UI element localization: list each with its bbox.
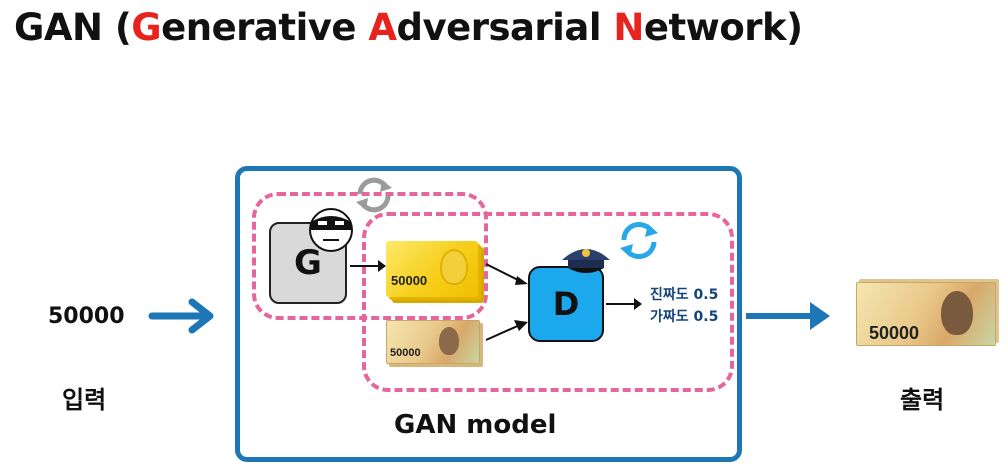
d-to-output-arrow (606, 298, 642, 310)
input-label: 입력 (62, 386, 107, 414)
title-word-network: etwork) (643, 6, 803, 49)
g-to-fake-arrow (350, 260, 386, 272)
real-to-d-arrow (485, 320, 528, 341)
title-letter-g: G (131, 6, 162, 49)
discriminator-block: D (528, 266, 604, 342)
page-title: GAN (Generative Adversarial Network) (14, 6, 803, 49)
real-note-value: 50000 (390, 347, 421, 359)
prediction-fake: 가짜도 0.5 (650, 309, 719, 325)
recycle-blue-icon (620, 221, 658, 260)
generator-letter: G (294, 243, 322, 283)
input-arrow (148, 298, 214, 334)
fake-to-d-arrow (485, 263, 528, 285)
generator-training-region (252, 192, 488, 320)
output-banknote: 50000 (856, 282, 996, 346)
discriminator-letter: D (552, 285, 580, 323)
output-note-portrait (941, 291, 973, 335)
discriminator-training-region (362, 212, 734, 392)
thief-mask-icon (309, 208, 353, 252)
output-label: 출력 (900, 386, 945, 414)
real-banknote: 50000 (386, 320, 480, 364)
prediction-real: 진짜도 0.5 (650, 287, 719, 303)
real-note-portrait (439, 327, 459, 355)
title-word-generative: enerative (161, 6, 369, 49)
title-letter-a: A (368, 6, 397, 49)
title-letter-n: N (613, 6, 644, 49)
fake-note-portrait (440, 249, 468, 285)
output-note-value: 50000 (869, 323, 920, 343)
recycle-gray-icon (356, 177, 392, 213)
title-word-adversarial: dversarial (396, 6, 614, 49)
gan-model-box (235, 166, 742, 462)
police-cap-icon (562, 249, 610, 273)
fake-banknote: 50000 (386, 241, 478, 297)
fake-note-value: 50000 (391, 273, 428, 288)
output-arrow (746, 302, 830, 330)
input-value: 50000 (48, 304, 125, 329)
model-label: GAN model (394, 410, 557, 440)
title-prefix: GAN ( (14, 6, 132, 49)
